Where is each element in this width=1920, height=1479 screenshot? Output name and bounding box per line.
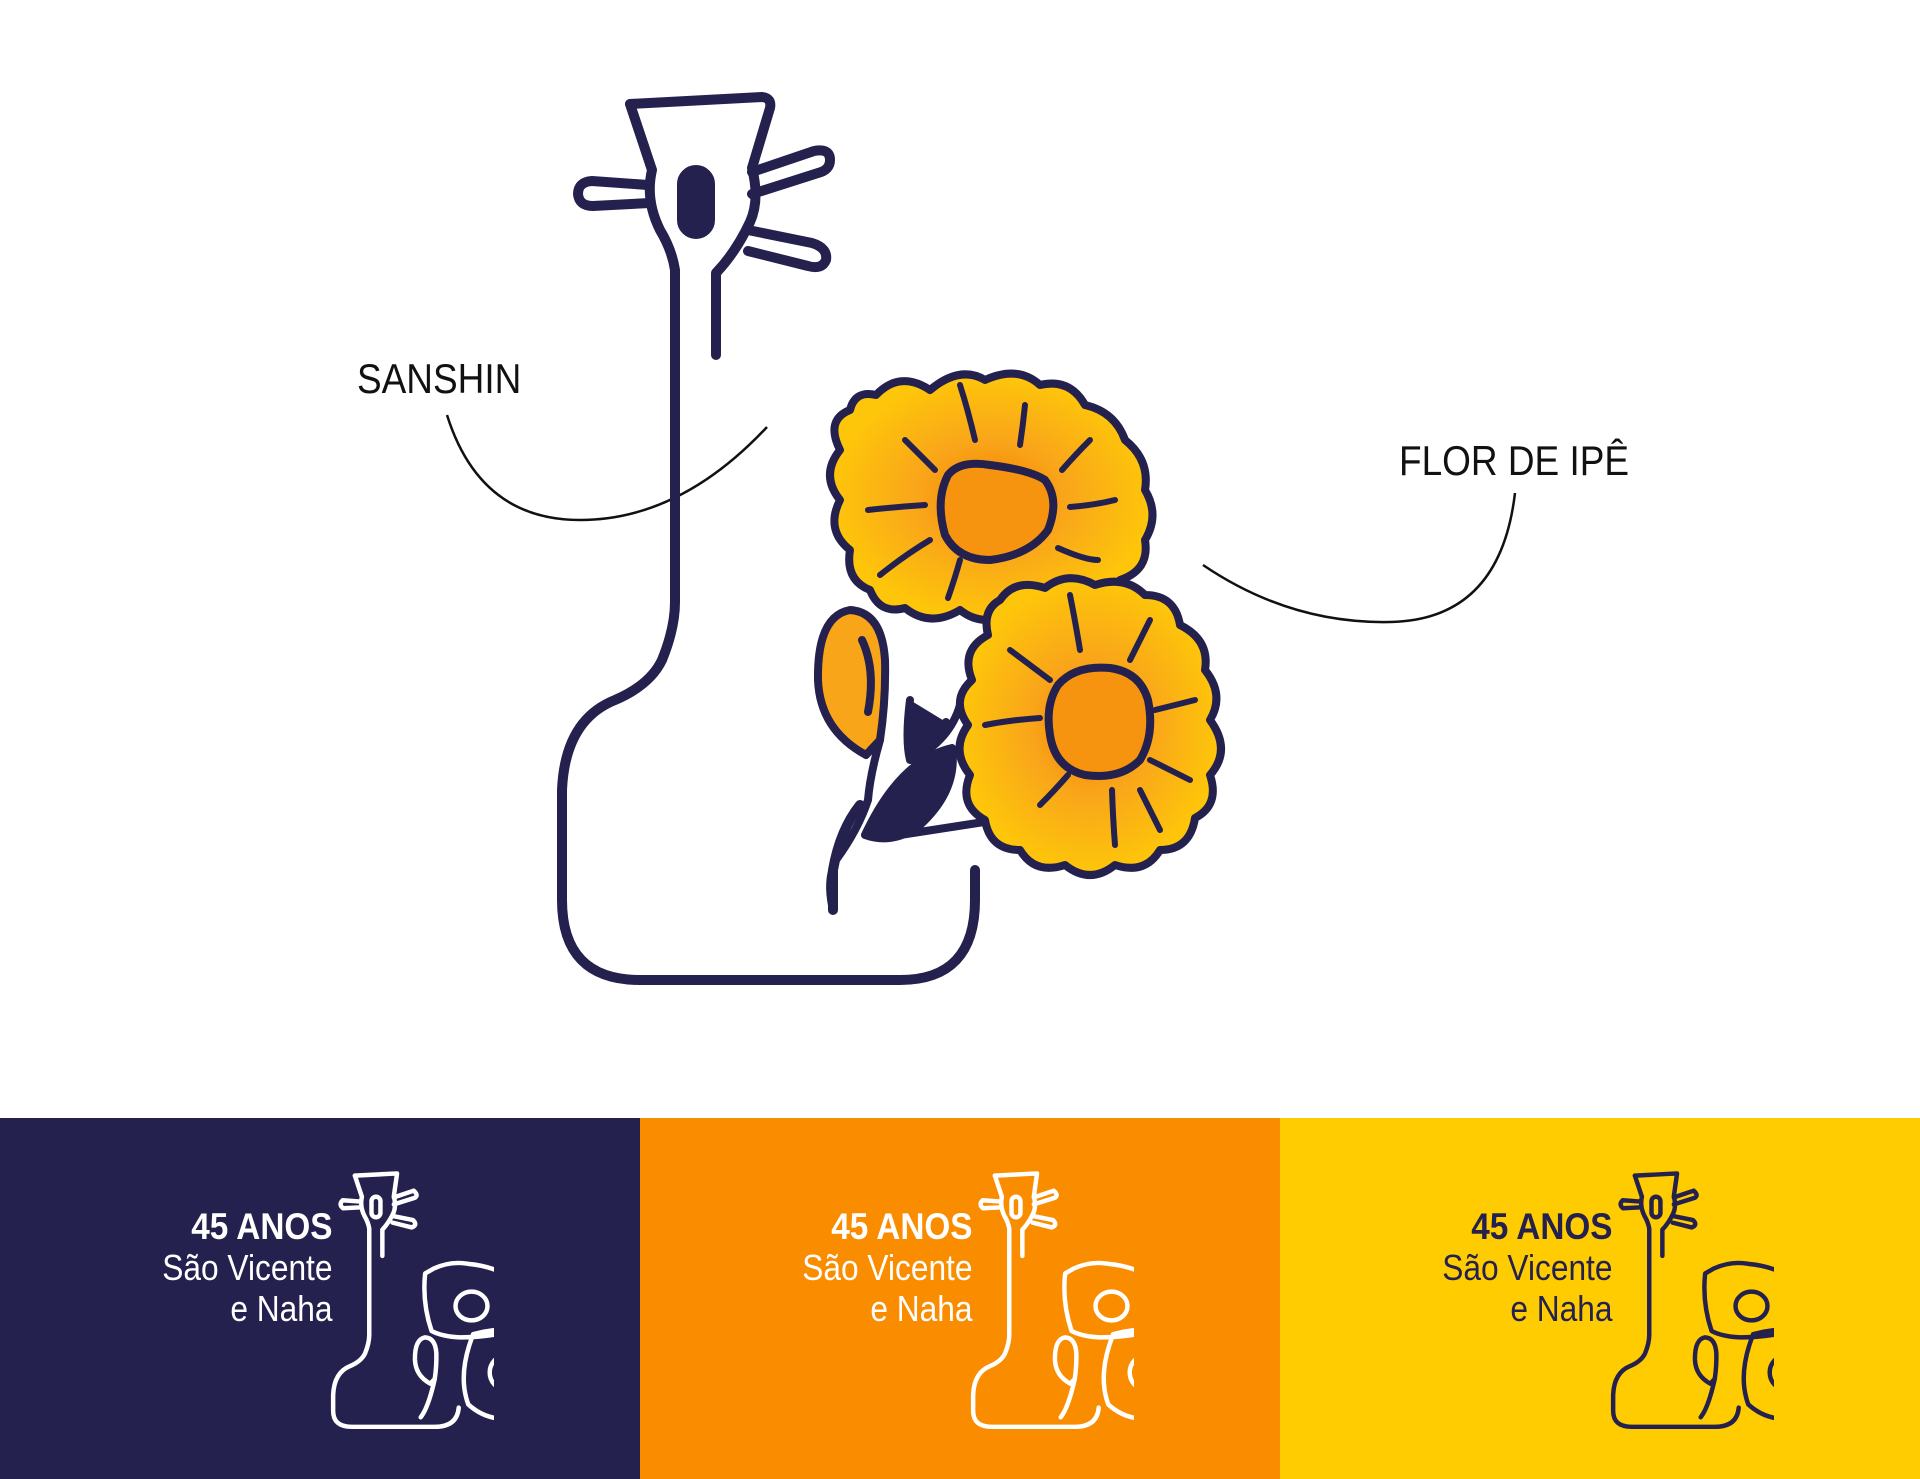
sanshin-ipe-logo bbox=[445, 92, 1517, 985]
sanshin-illustration bbox=[557, 92, 980, 985]
anniversary-title: 45 ANOS bbox=[190, 1206, 332, 1247]
variant-text: 45 ANOS São Vicente e Naha bbox=[1419, 1208, 1612, 1327]
city-line-2: e Naha bbox=[1509, 1288, 1612, 1329]
variant-text: 45 ANOS São Vicente e Naha bbox=[779, 1208, 972, 1327]
mini-logo bbox=[970, 1171, 1134, 1430]
logo-hero: SANSHIN FLOR DE IPÊ bbox=[357, 92, 1630, 985]
anniversary-title: 45 ANOS bbox=[830, 1206, 972, 1247]
variant-navy: 45 ANOS São Vicente e Naha bbox=[0, 1118, 640, 1479]
mini-logo bbox=[330, 1171, 494, 1430]
flower-label: FLOR DE IPÊ bbox=[1399, 437, 1630, 484]
city-line-2: e Naha bbox=[229, 1288, 332, 1329]
city-line-1: São Vicente bbox=[1441, 1247, 1612, 1288]
flower-callout-line bbox=[1202, 492, 1517, 624]
variant-orange: 45 ANOS São Vicente e Naha bbox=[640, 1118, 1280, 1479]
city-line-1: São Vicente bbox=[161, 1247, 332, 1288]
variant-yellow: 45 ANOS São Vicente e Naha bbox=[1280, 1118, 1920, 1479]
sanshin-label: SANSHIN bbox=[357, 355, 522, 402]
anniversary-title: 45 ANOS bbox=[1470, 1206, 1612, 1247]
variant-text: 45 ANOS São Vicente e Naha bbox=[139, 1208, 332, 1327]
color-variants: 45 ANOS São Vicente e Naha 45 ANO bbox=[0, 1118, 1920, 1479]
ipe-flower-lower bbox=[955, 574, 1225, 879]
sanshin-callout-line bbox=[445, 414, 768, 522]
mini-logo bbox=[1610, 1171, 1774, 1430]
city-line-2: e Naha bbox=[869, 1288, 972, 1329]
city-line-1: São Vicente bbox=[801, 1247, 972, 1288]
